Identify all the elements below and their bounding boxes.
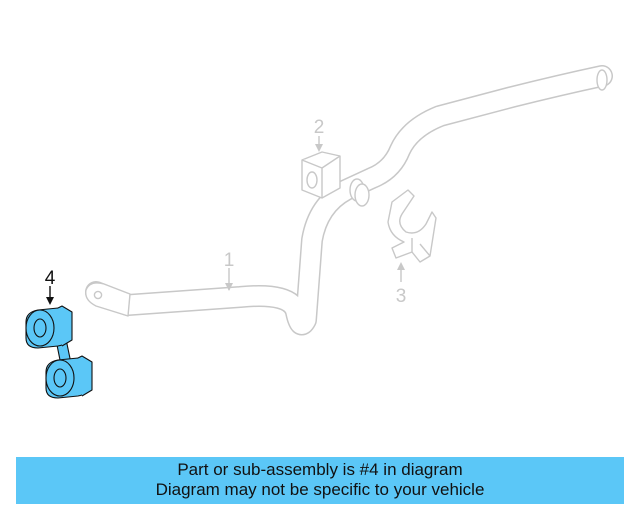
banner-line-1: Part or sub-assembly is #4 in diagram [177, 460, 463, 479]
stabilizer-bar [85, 65, 613, 336]
callout-2: 2 [314, 117, 325, 152]
bushing [301, 151, 341, 199]
callout-label-3: 3 [396, 286, 407, 307]
callout-label-4: 4 [45, 268, 56, 289]
callout-4: 4 [45, 268, 56, 305]
callout-1: 1 [224, 250, 235, 291]
info-banner: Part or sub-assembly is #4 in diagram Di… [16, 457, 624, 504]
stabilizer-link [25, 305, 93, 399]
bracket [387, 189, 437, 263]
callout-3: 3 [396, 262, 407, 307]
callout-label-1: 1 [224, 250, 235, 271]
callout-label-2: 2 [314, 117, 325, 138]
banner-line-2: Diagram may not be specific to your vehi… [155, 480, 485, 499]
